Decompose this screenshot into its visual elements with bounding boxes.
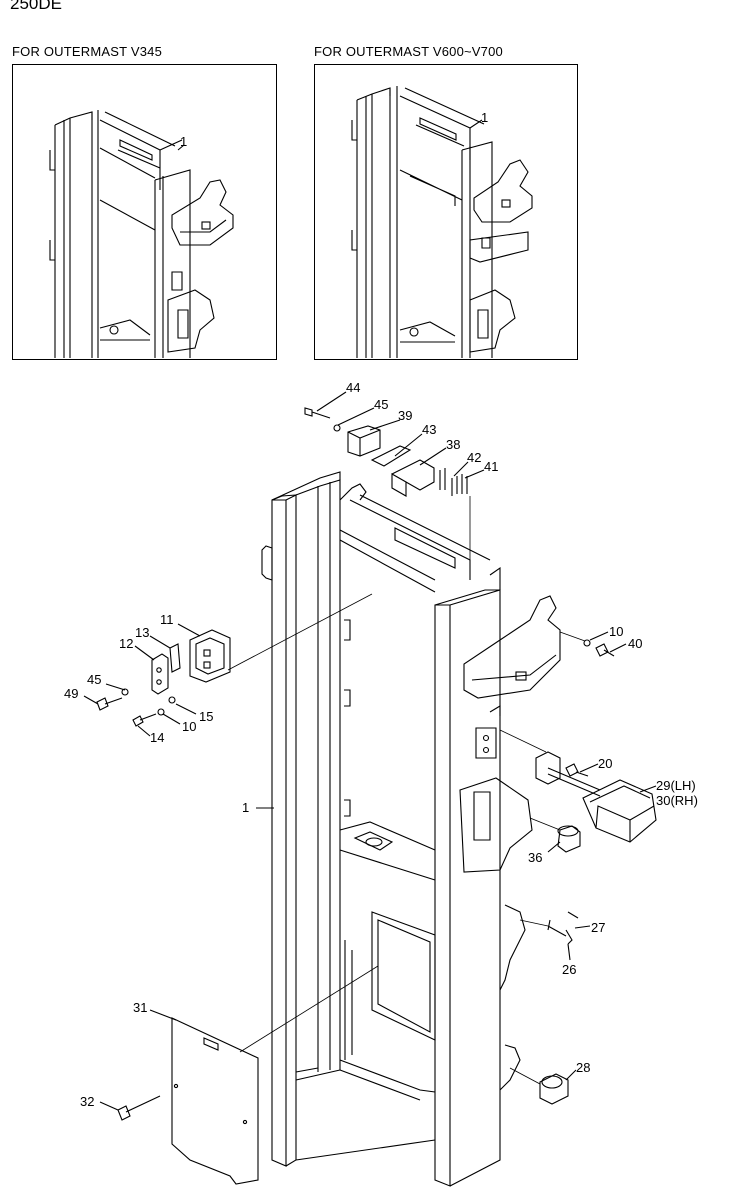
outer-mast-left-rail bbox=[271, 471, 341, 1167]
callout-36: 36 bbox=[528, 850, 542, 865]
inset-2-drawing bbox=[351, 86, 533, 358]
leader-inset1-1 bbox=[159, 139, 183, 151]
callout-15: 15 bbox=[199, 709, 213, 724]
callout-1: 1 bbox=[242, 800, 249, 815]
callout-40: 40 bbox=[628, 636, 642, 651]
mast-cross-members bbox=[261, 483, 501, 1161]
callout-43: 43 bbox=[422, 422, 436, 437]
model-title: 250DE bbox=[10, 0, 62, 13]
callout-10-right: 10 bbox=[609, 624, 623, 639]
callout-45-top: 45 bbox=[374, 397, 388, 412]
outer-mast-right-rail bbox=[434, 589, 501, 1187]
parts-left-assembly bbox=[96, 629, 231, 727]
inset-1-drawing bbox=[49, 110, 234, 358]
callout-29: 29(LH) bbox=[656, 778, 696, 793]
cover-plate bbox=[99, 965, 379, 1185]
leaders-left bbox=[83, 593, 373, 737]
inset-title-v600: FOR OUTERMAST V600~V700 bbox=[314, 44, 503, 59]
callout-41: 41 bbox=[484, 459, 498, 474]
leaders-top bbox=[316, 391, 485, 566]
inset-box-v345 bbox=[12, 64, 277, 360]
inset-title-v345: FOR OUTERMAST V345 bbox=[12, 44, 163, 59]
callout-11: 11 bbox=[160, 612, 174, 627]
parts-top-assembly bbox=[304, 407, 468, 497]
callout-26: 26 bbox=[562, 962, 576, 977]
callout-42: 42 bbox=[467, 450, 481, 465]
leaders-right bbox=[256, 631, 657, 1081]
callout-20: 20 bbox=[598, 756, 612, 771]
callout-10-left: 10 bbox=[182, 719, 196, 734]
callout-39: 39 bbox=[398, 408, 412, 423]
callout-28: 28 bbox=[576, 1060, 590, 1075]
inset-box-v600 bbox=[314, 64, 578, 360]
callout-13: 13 bbox=[135, 625, 149, 640]
mast-right-brackets bbox=[459, 595, 561, 1091]
callout-labels: 44 45 39 43 38 42 41 11 13 12 45 49 15 1… bbox=[64, 380, 698, 1109]
callout-49: 49 bbox=[64, 686, 78, 701]
callout-45-left: 45 bbox=[87, 672, 101, 687]
callout-12: 12 bbox=[119, 636, 133, 651]
callout-31: 31 bbox=[133, 1000, 147, 1015]
callout-30: 30(RH) bbox=[656, 793, 698, 808]
callout-44: 44 bbox=[346, 380, 360, 395]
callout-32: 32 bbox=[80, 1094, 94, 1109]
callout-14: 14 bbox=[150, 730, 164, 745]
callout-inset2-1: 1 bbox=[481, 110, 488, 125]
callout-inset1-1: 1 bbox=[180, 134, 187, 149]
leader-inset2-1 bbox=[469, 119, 483, 129]
callout-38: 38 bbox=[446, 437, 460, 452]
callout-27: 27 bbox=[591, 920, 605, 935]
parts-right-assembly bbox=[499, 631, 657, 1105]
